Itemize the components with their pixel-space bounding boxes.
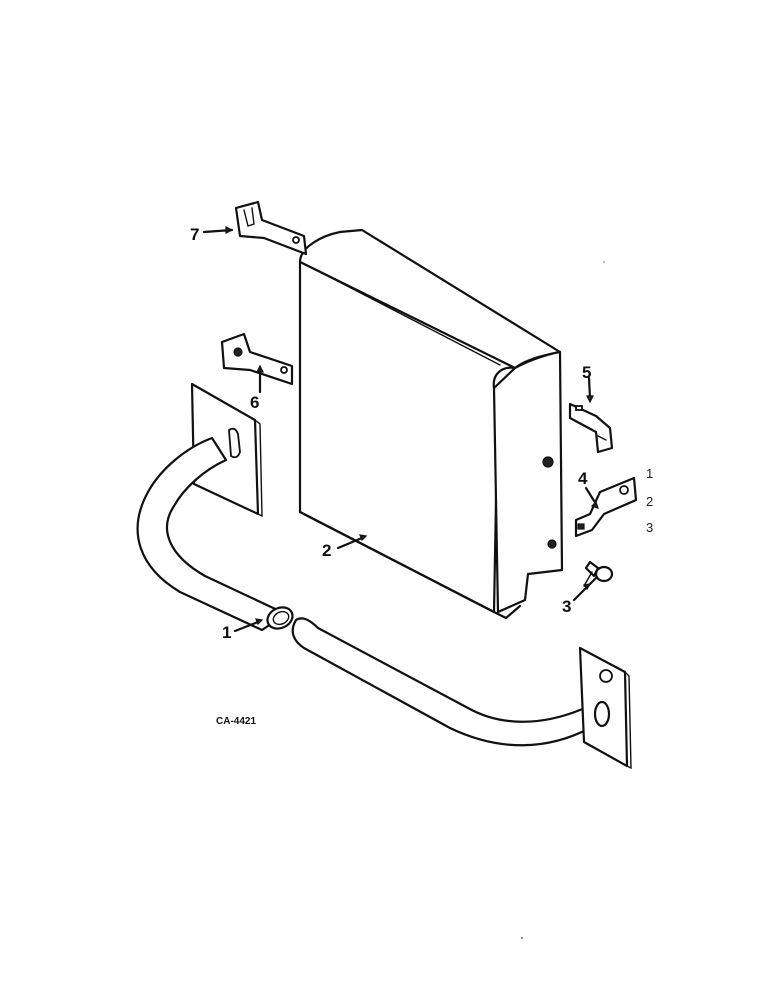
edge-label-3: 3 — [646, 520, 653, 535]
tube-right-section — [291, 617, 632, 770]
bracket-5 — [568, 402, 614, 454]
drawing-code: CA-4421 — [216, 716, 256, 727]
callout-1: 1 — [222, 623, 231, 642]
edge-label-1: 1 — [646, 466, 653, 481]
callout-2: 2 — [322, 541, 331, 560]
callout-5: 5 — [582, 363, 591, 382]
speck — [521, 937, 523, 939]
callout-3: 3 — [562, 597, 571, 616]
tube-left-section — [136, 382, 294, 632]
cover-housing — [298, 228, 564, 620]
bracket-4 — [574, 476, 638, 538]
speck — [603, 261, 605, 263]
callout-7: 7 — [190, 225, 199, 244]
callout-leaders — [202, 226, 599, 633]
edge-label-2: 2 — [646, 494, 653, 509]
callout-4: 4 — [578, 469, 588, 488]
bracket-7 — [234, 200, 308, 256]
bracket-6 — [220, 332, 294, 386]
wing-screw-3 — [583, 560, 614, 590]
callout-6: 6 — [250, 393, 259, 412]
